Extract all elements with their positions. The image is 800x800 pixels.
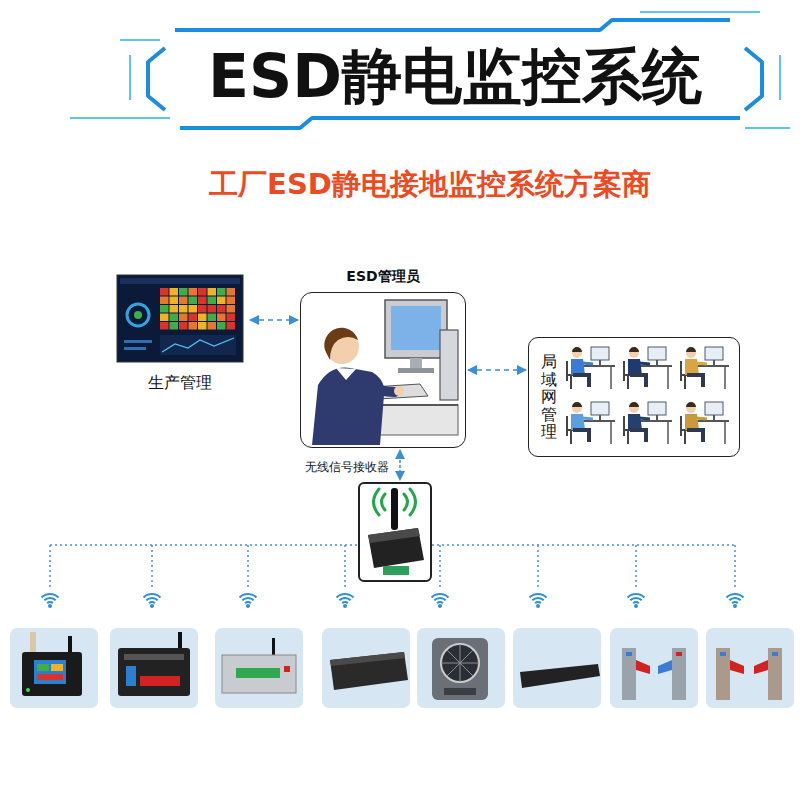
status-cell xyxy=(217,314,226,322)
grounding-monitor xyxy=(22,632,82,696)
status-cell xyxy=(170,297,179,305)
status-cell xyxy=(179,288,188,296)
node-label: ESD管理员 xyxy=(301,268,465,285)
wifi-symbol xyxy=(144,594,161,608)
wifi-symbol xyxy=(432,594,449,608)
administrator-illustration xyxy=(312,300,458,445)
status-cell xyxy=(160,297,169,305)
status-cell xyxy=(227,322,236,330)
status-cell xyxy=(217,288,226,296)
title-frame xyxy=(70,12,790,128)
status-cell xyxy=(198,305,207,313)
wifi-symbol xyxy=(240,594,257,608)
status-cell xyxy=(227,288,236,296)
status-cell xyxy=(208,314,217,322)
status-cell xyxy=(160,288,169,296)
turnstile-gate xyxy=(622,648,686,700)
status-cell xyxy=(217,322,226,330)
flat-monitor xyxy=(330,652,408,690)
status-cell xyxy=(227,297,236,305)
status-cell xyxy=(189,305,198,313)
multi-channel-monitor xyxy=(222,638,296,693)
status-cell xyxy=(179,322,188,330)
connector xyxy=(468,369,526,371)
ionizer-fan xyxy=(432,638,488,700)
connector xyxy=(250,319,298,321)
node-label: 生产管理 xyxy=(148,373,212,392)
status-cell xyxy=(160,322,169,330)
status-cell xyxy=(160,305,169,313)
turnstile-gate xyxy=(716,648,782,700)
connector xyxy=(399,450,401,480)
receiver-box: 无线信号接收器 xyxy=(358,482,432,582)
bar-monitor xyxy=(520,664,600,688)
status-cell xyxy=(198,314,207,322)
lan-workers xyxy=(567,347,729,444)
wifi-symbol xyxy=(628,594,645,608)
status-cell xyxy=(170,288,179,296)
administrator-box: ESD管理员 xyxy=(300,292,466,448)
page-title: ESD静电监控系统 xyxy=(165,38,745,114)
wifi-symbols xyxy=(42,594,744,608)
status-cell xyxy=(170,314,179,322)
status-cell xyxy=(217,297,226,305)
wifi-symbol xyxy=(530,594,547,608)
wifi-symbol xyxy=(337,594,354,608)
status-cell xyxy=(227,314,236,322)
lan-management-box: 局域网管理 xyxy=(528,337,740,457)
worker-figure xyxy=(681,402,729,444)
worker-figure xyxy=(624,402,672,444)
status-cell xyxy=(208,288,217,296)
receiver-illustration xyxy=(368,488,424,575)
status-cell xyxy=(179,314,188,322)
status-cell xyxy=(198,322,207,330)
dashboard-screenshot xyxy=(117,275,243,362)
worker-figure xyxy=(567,402,615,444)
status-cell xyxy=(217,305,226,313)
production-management: 生产管理 xyxy=(112,272,248,394)
status-cell xyxy=(170,322,179,330)
worker-figure xyxy=(567,347,615,389)
status-cell xyxy=(198,288,207,296)
status-cell xyxy=(198,297,207,305)
status-cell xyxy=(189,288,198,296)
worker-figure xyxy=(624,347,672,389)
wifi-symbol xyxy=(42,594,59,608)
subtitle: 工厂ESD静电接地监控系统方案商 xyxy=(80,166,780,204)
status-cell xyxy=(160,314,169,322)
node-label: 无线信号接收器 xyxy=(305,460,389,474)
status-cell xyxy=(179,305,188,313)
status-cell xyxy=(189,297,198,305)
status-cell xyxy=(227,305,236,313)
status-cell xyxy=(208,322,217,330)
status-cell xyxy=(170,305,179,313)
device-panels xyxy=(10,628,794,708)
status-cell xyxy=(208,297,217,305)
status-cell xyxy=(189,314,198,322)
wifi-symbol xyxy=(727,594,744,608)
worker-figure xyxy=(681,347,729,389)
wireless-monitor xyxy=(118,632,190,696)
status-cell xyxy=(189,322,198,330)
status-cell xyxy=(208,305,217,313)
node-label: 局域网管理 xyxy=(541,353,557,441)
status-cell xyxy=(179,297,188,305)
